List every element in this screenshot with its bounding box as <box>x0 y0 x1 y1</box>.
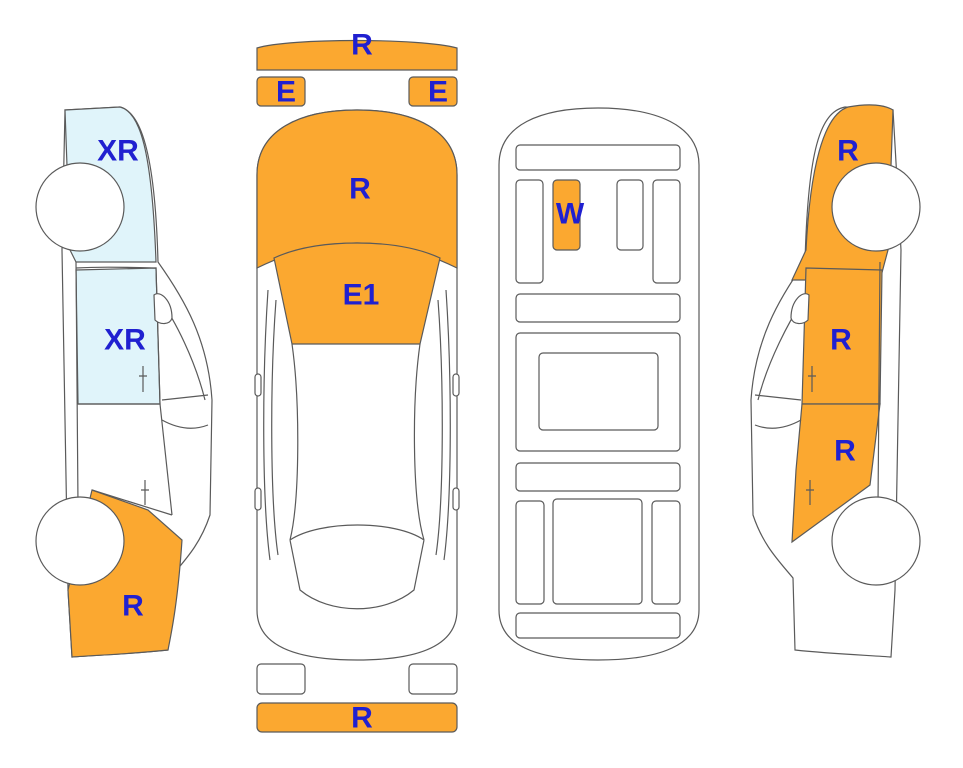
right-headlight[interactable] <box>408 76 458 107</box>
right-side-view: R R R <box>750 104 921 658</box>
left-mirror <box>153 293 173 325</box>
right-mirror <box>790 293 810 325</box>
left-headlight-label: E <box>276 76 296 109</box>
left-rear-quarter-label: R <box>122 590 144 623</box>
left-headlight[interactable] <box>256 76 306 107</box>
top-view: R E E R E1 R <box>254 29 460 735</box>
rear-bumper-label: R <box>351 702 373 735</box>
left-front-wheel <box>35 162 125 252</box>
front-bumper-label: R <box>351 29 373 62</box>
hood-label: R <box>349 173 371 206</box>
floor-view: W <box>498 107 700 661</box>
windshield[interactable] <box>273 242 441 345</box>
right-front-door-label: R <box>830 324 852 357</box>
left-taillight <box>256 663 306 695</box>
right-rear-wheel <box>831 496 921 586</box>
roof-panel-label: W <box>556 198 585 231</box>
left-rear-wheel <box>35 496 125 586</box>
right-headlight-label: E <box>428 76 448 109</box>
left-front-fender-label: XR <box>97 135 139 168</box>
right-front-wheel <box>831 162 921 252</box>
front-bumper[interactable] <box>256 39 458 71</box>
right-taillight <box>408 663 458 695</box>
right-rear-door-label: R <box>834 435 856 468</box>
right-front-fender-label: R <box>837 135 859 168</box>
rear-bumper[interactable] <box>256 702 458 733</box>
right-rear-door[interactable] <box>791 403 881 544</box>
windshield-label: E1 <box>343 279 380 312</box>
roof-panel[interactable] <box>552 179 581 251</box>
left-front-door-label: XR <box>104 324 146 357</box>
left-side-view: XR XR R <box>35 106 213 658</box>
